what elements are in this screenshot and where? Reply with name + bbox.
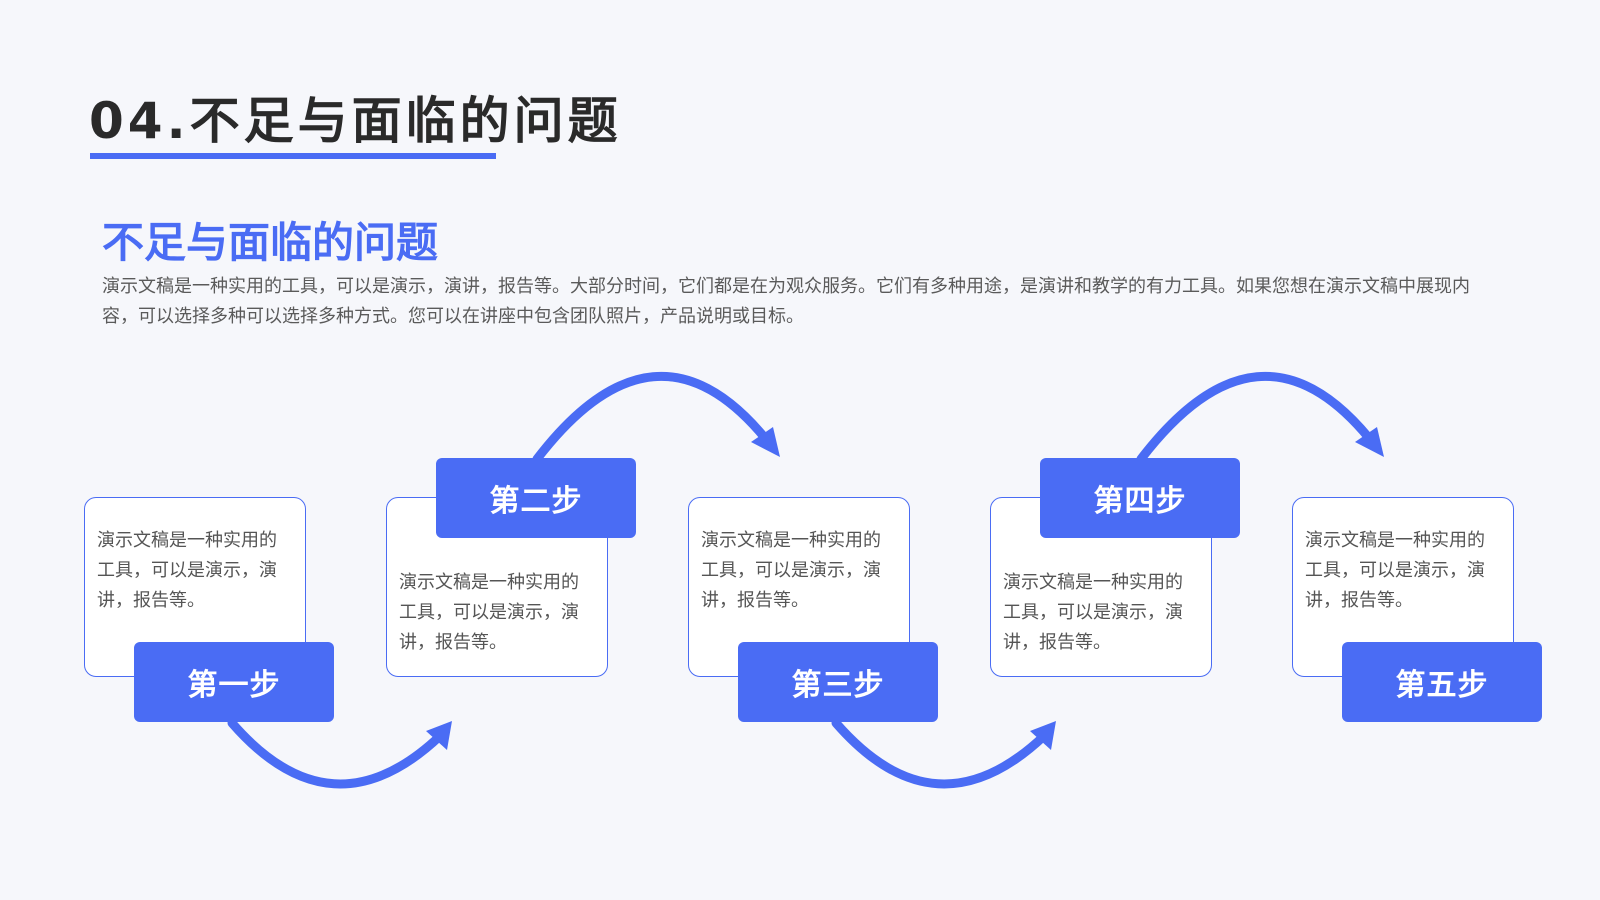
step-4-text: 演示文稿是一种实用的工具，可以是演示，演讲，报告等。 bbox=[1003, 572, 1183, 653]
curved-arrow-icon bbox=[1136, 371, 1384, 464]
step-2-label: 第二步 bbox=[436, 458, 636, 538]
step-card-3: 演示文稿是一种实用的工具，可以是演示，演讲，报告等。 bbox=[688, 497, 910, 677]
step-4-label: 第四步 bbox=[1040, 458, 1240, 538]
step-5-text: 演示文稿是一种实用的工具，可以是演示，演讲，报告等。 bbox=[1305, 530, 1485, 611]
step-3-label: 第三步 bbox=[738, 642, 938, 722]
page-title: 04.不足与面临的问题 bbox=[89, 92, 622, 150]
section-intro: 演示文稿是一种实用的工具，可以是演示，演讲，报告等。大部分时间，它们都是在为观众… bbox=[102, 276, 1470, 327]
step-3-text: 演示文稿是一种实用的工具，可以是演示，演讲，报告等。 bbox=[701, 530, 881, 611]
step-1-text: 演示文稿是一种实用的工具，可以是演示，演讲，报告等。 bbox=[97, 530, 277, 611]
curved-arrow-icon bbox=[532, 371, 780, 464]
curved-arrow-icon bbox=[831, 718, 1056, 789]
curved-arrow-icon bbox=[227, 718, 452, 789]
step-1-label: 第一步 bbox=[134, 642, 334, 722]
step-2-text: 演示文稿是一种实用的工具，可以是演示，演讲，报告等。 bbox=[399, 572, 579, 653]
step-5-label: 第五步 bbox=[1342, 642, 1542, 722]
section-heading: 不足与面临的问题 bbox=[102, 218, 439, 267]
title-underline bbox=[90, 153, 496, 159]
